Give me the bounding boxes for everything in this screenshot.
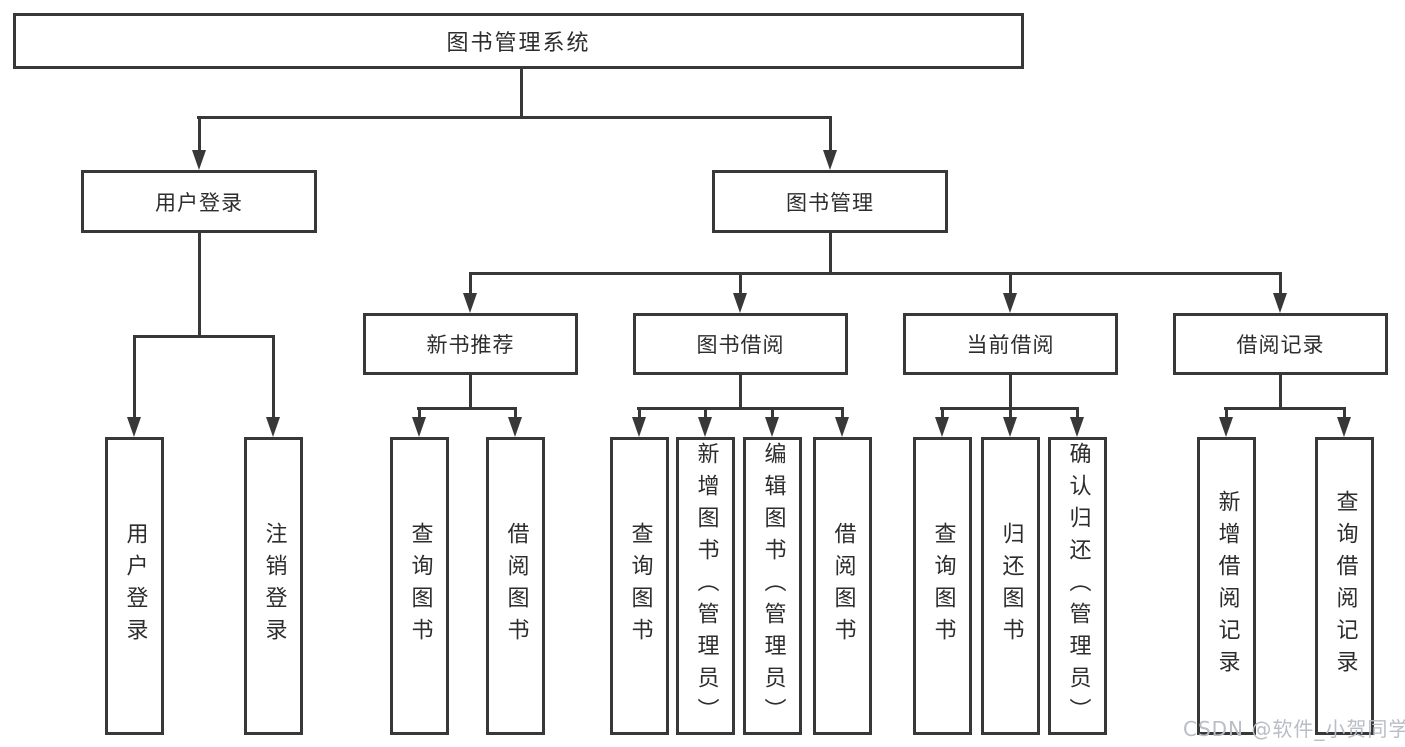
connector-vline: [469, 272, 472, 295]
node-label: 查询图书: [407, 522, 433, 650]
leaf-user-login: 用户登录: [105, 437, 164, 735]
node-label: 新增图书（管理员）: [693, 442, 719, 730]
connector-vline: [469, 375, 472, 409]
node-new-book-recommend: 新书推荐: [363, 313, 578, 375]
arrow-down-icon: [1003, 293, 1017, 313]
node-borrowing-records: 借阅记录: [1173, 313, 1388, 375]
connector-vline: [1279, 375, 1282, 409]
connector-vline: [1343, 407, 1346, 419]
node-label: 借阅图书: [830, 522, 856, 650]
leaf-borrow-books-borrowing: 借阅图书: [813, 437, 872, 735]
connector-vline: [739, 272, 742, 295]
node-book-borrowing: 图书借阅: [633, 313, 848, 375]
connector-vline: [704, 407, 707, 419]
connector-hline: [469, 272, 1282, 275]
connector-vline: [133, 335, 136, 419]
arrow-down-icon: [192, 150, 206, 170]
node-label: 新增借阅记录: [1214, 490, 1240, 682]
connector-vline: [739, 375, 742, 409]
arrow-down-icon: [1219, 417, 1233, 437]
connector-vline: [514, 407, 517, 419]
node-label: 借阅记录: [1236, 333, 1325, 357]
arrow-down-icon: [823, 150, 837, 170]
node-label: 确认归还（管理员）: [1065, 442, 1091, 730]
connector-hline: [417, 407, 517, 410]
arrow-down-icon: [765, 417, 779, 437]
connector-vline: [520, 67, 523, 119]
connector-vline: [418, 407, 421, 419]
connector-vline: [771, 407, 774, 419]
connector-vline: [1009, 407, 1012, 419]
connector-vline: [198, 116, 201, 152]
arrow-down-icon: [1003, 417, 1017, 437]
connector-vline: [272, 335, 275, 419]
connector-vline: [829, 116, 832, 152]
connector-hline: [197, 116, 832, 119]
arrow-down-icon: [463, 293, 477, 313]
arrow-down-icon: [1337, 417, 1351, 437]
node-user-login-group: 用户登录: [81, 170, 317, 233]
arrow-down-icon: [1070, 417, 1084, 437]
node-label: 用户登录: [155, 190, 243, 215]
leaf-return-books: 归还图书: [981, 437, 1040, 735]
arrow-down-icon: [266, 417, 280, 437]
connector-vline: [1009, 272, 1012, 295]
leaf-query-books-borrowing: 查询图书: [610, 437, 669, 735]
node-label: 图书管理: [786, 190, 874, 215]
node-label: 查询图书: [627, 522, 653, 650]
watermark: CSDN @软件_小贺同学: [1183, 717, 1405, 741]
leaf-confirm-return-admin: 确认归还（管理员）: [1048, 437, 1107, 735]
arrow-down-icon: [1273, 293, 1287, 313]
node-book-management: 图书管理: [712, 170, 948, 233]
connector-vline: [941, 407, 944, 419]
connector-hline: [133, 335, 275, 338]
arrow-down-icon: [412, 417, 426, 437]
arrow-down-icon: [508, 417, 522, 437]
leaf-query-books-recommend: 查询图书: [390, 437, 449, 735]
arrow-down-icon: [698, 417, 712, 437]
node-label: 图书管理系统: [446, 31, 591, 56]
connector-hline: [637, 407, 844, 410]
leaf-add-borrow-record: 新增借阅记录: [1197, 437, 1256, 735]
node-label: 编辑图书（管理员）: [760, 442, 786, 730]
arrow-down-icon: [632, 417, 646, 437]
leaf-add-books-admin: 新增图书（管理员）: [676, 437, 735, 735]
leaf-edit-books-admin: 编辑图书（管理员）: [743, 437, 802, 735]
leaf-query-borrow-record: 查询借阅记录: [1315, 437, 1374, 735]
connector-vline: [1225, 407, 1228, 419]
node-label: 当前借阅: [966, 333, 1055, 357]
node-label: 用户登录: [122, 522, 148, 650]
connector-vline: [1076, 407, 1079, 419]
connector-vline: [638, 407, 641, 419]
arrow-down-icon: [127, 417, 141, 437]
connector-vline: [198, 233, 201, 338]
arrow-down-icon: [835, 417, 849, 437]
node-label: 借阅图书: [503, 522, 529, 650]
node-label: 注销登录: [261, 522, 287, 650]
node-label: 新书推荐: [426, 333, 515, 357]
node-current-borrowing: 当前借阅: [903, 313, 1118, 375]
node-label: 查询图书: [930, 522, 956, 650]
connector-vline: [1009, 375, 1012, 409]
connector-vline: [1279, 272, 1282, 295]
connector-vline: [841, 407, 844, 419]
node-label: 归还图书: [998, 522, 1024, 650]
node-label: 查询借阅记录: [1332, 490, 1358, 682]
connector-vline: [829, 233, 832, 275]
arrow-down-icon: [935, 417, 949, 437]
leaf-logout-login: 注销登录: [244, 437, 303, 735]
leaf-borrow-books-recommend: 借阅图书: [486, 437, 545, 735]
node-library-management-system: 图书管理系统: [13, 13, 1024, 69]
arrow-down-icon: [733, 293, 747, 313]
node-label: 图书借阅: [696, 333, 785, 357]
connector-hline: [1224, 407, 1346, 410]
leaf-query-books-current: 查询图书: [913, 437, 972, 735]
